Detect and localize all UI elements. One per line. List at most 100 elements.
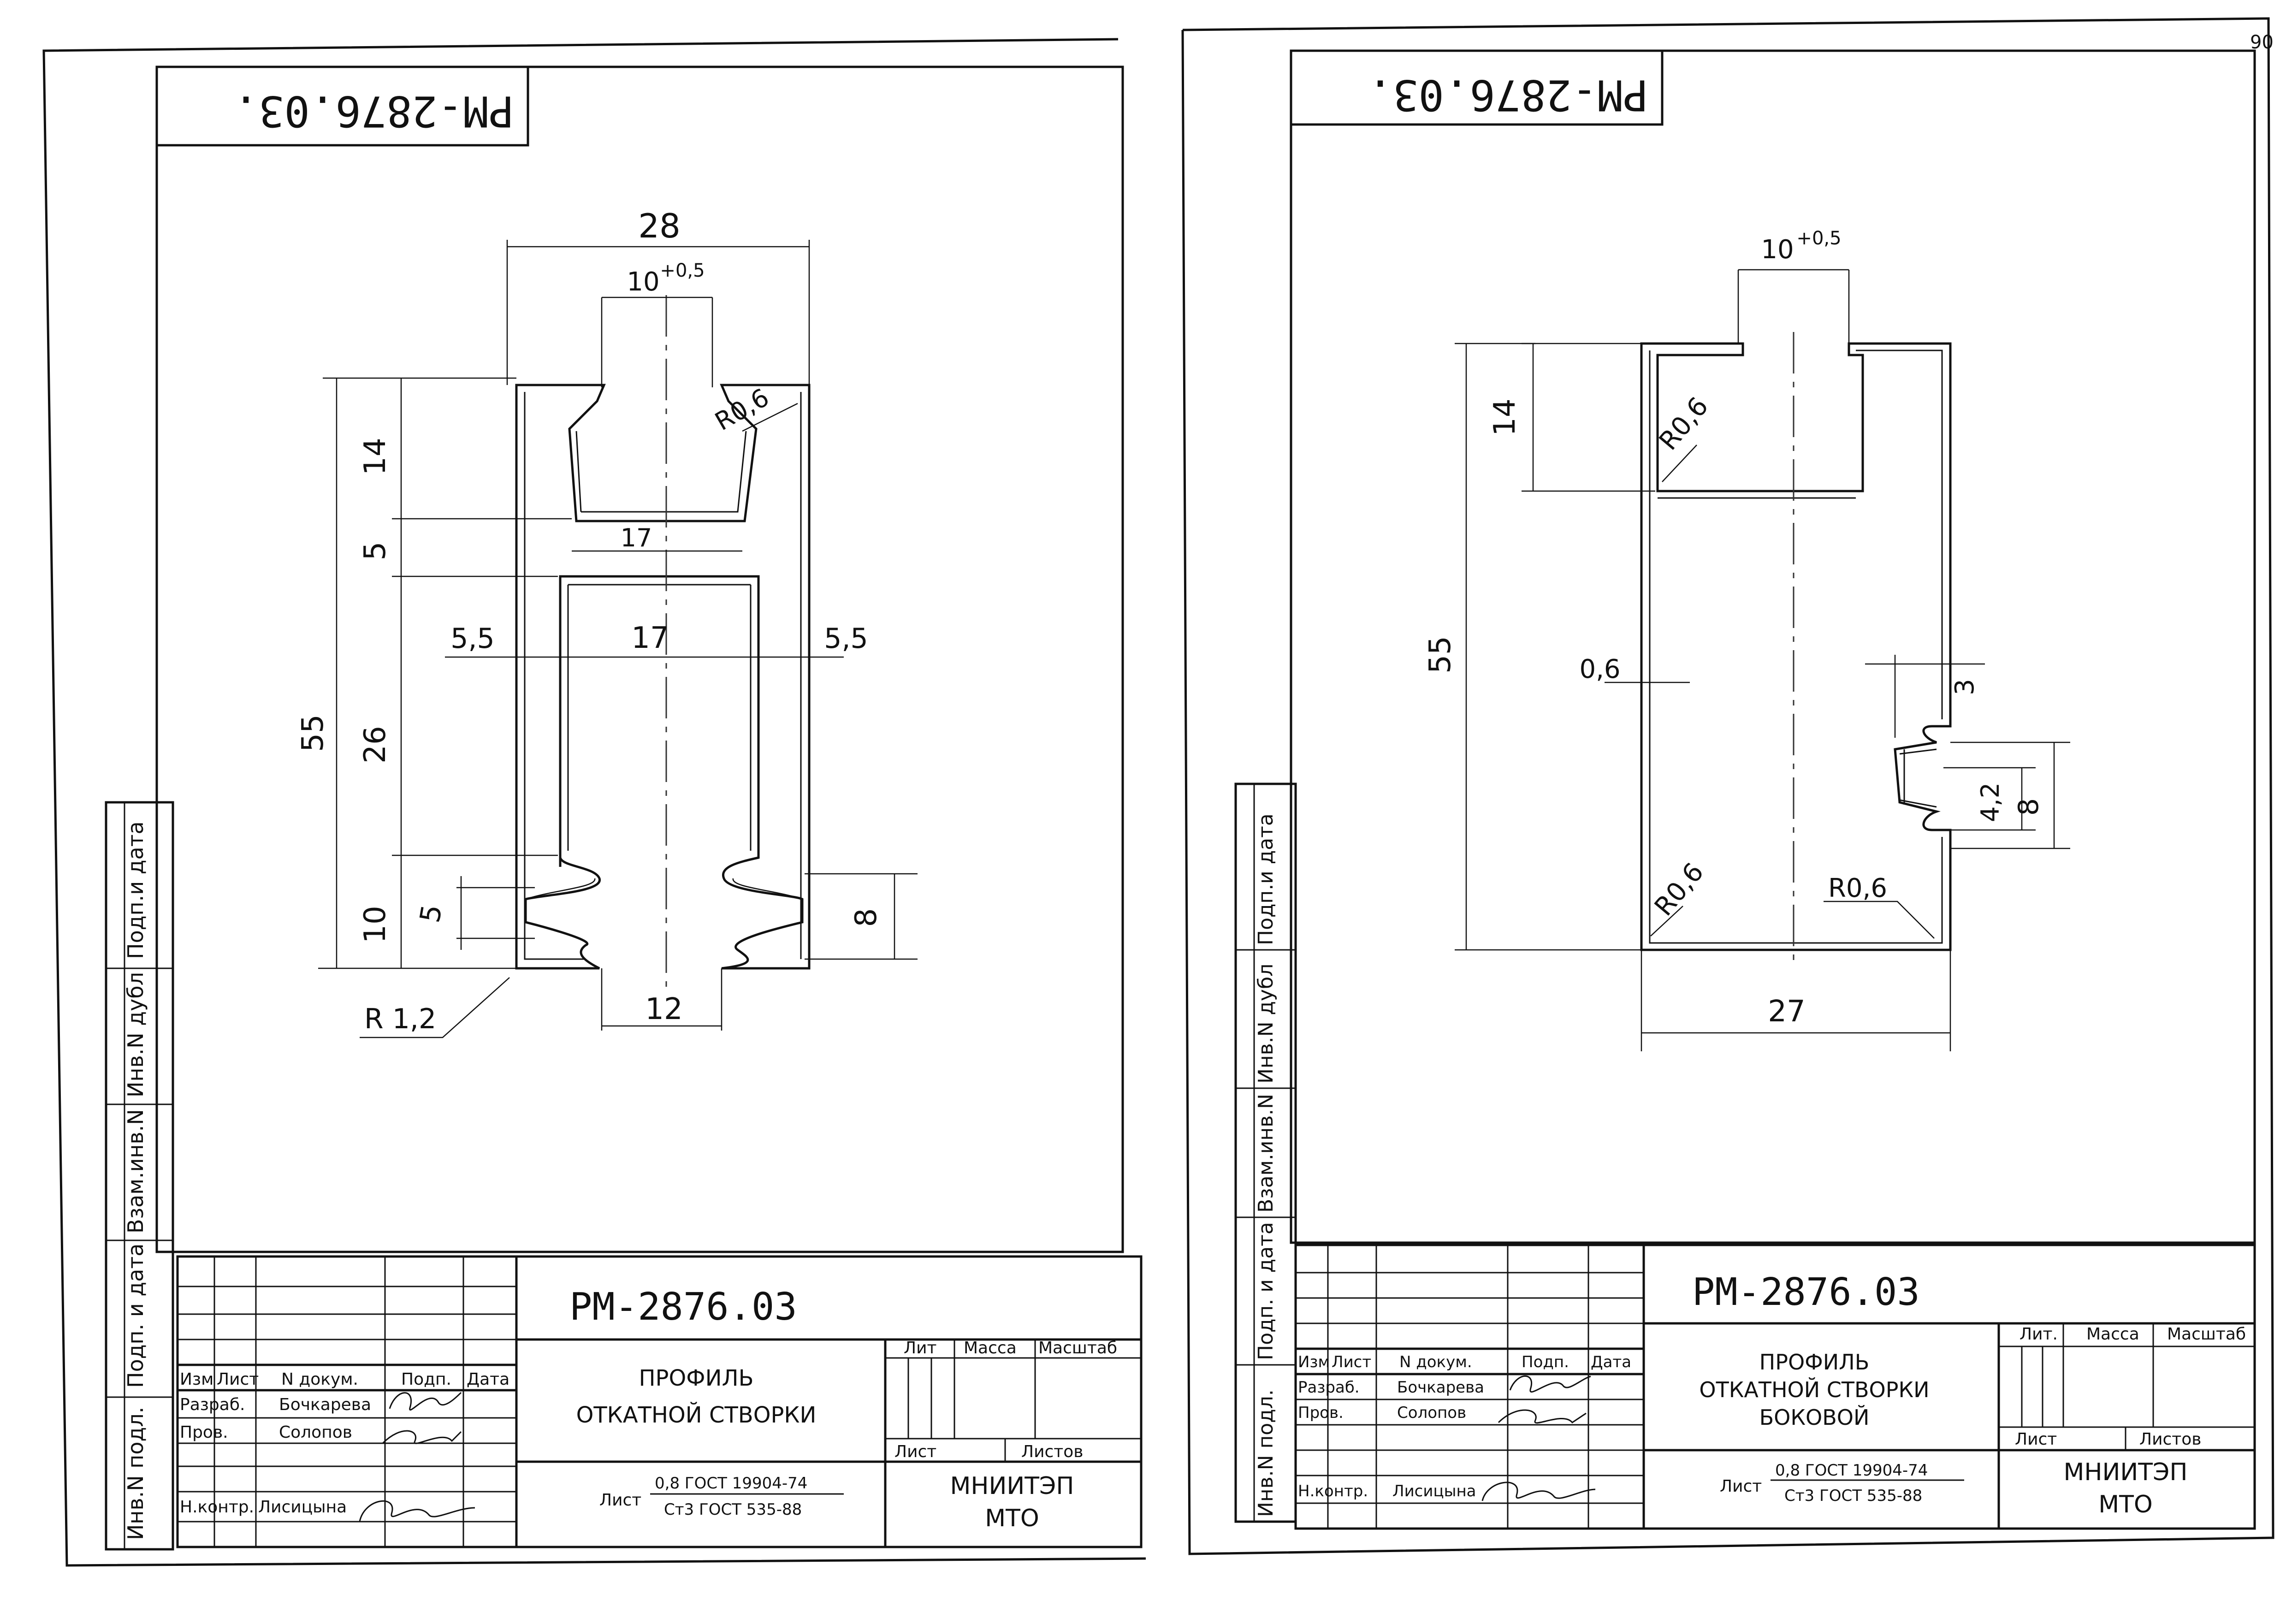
right-signature-1 (1509, 1375, 1591, 1393)
right-massa: Масса (2086, 1325, 2139, 1344)
right-col-data: Дата (1591, 1353, 1631, 1371)
left-dim-r06: R0,6 (710, 383, 774, 436)
right-listov: Листов (2139, 1430, 2201, 1449)
right-list: Лист (2015, 1430, 2057, 1449)
left-dim-left-wall: 5,5 (450, 622, 494, 655)
left-razrab: Разраб. (180, 1395, 245, 1414)
right-dim-gap3: 3 (1950, 679, 1980, 695)
left-profile (515, 295, 811, 991)
right-dim-height: 55 (1423, 636, 1457, 673)
right-signature-3 (1481, 1482, 1596, 1501)
left-nkontr-name: Лисицына (258, 1498, 347, 1517)
left-stamp-vzam: Взам.инв.N (123, 1109, 148, 1233)
right-drawing-frame (1290, 49, 2256, 1244)
right-col-izm: Изм (1298, 1353, 1330, 1371)
left-dim-slot: 10 (627, 267, 659, 297)
right-masshtab: Масштаб (2167, 1325, 2246, 1344)
right-col-list: Лист (1332, 1353, 1371, 1371)
left-dim-height: 55 (296, 714, 330, 752)
left-masshtab: Масштаб (1038, 1339, 1117, 1357)
right-dim-slot: 10 (1761, 235, 1794, 265)
right-org-1: МНИИТЭП (2064, 1458, 2188, 1486)
right-title-block: Изм Лист N докум. Подп. Дата Разраб. Боч… (1294, 1244, 2256, 1530)
right-prov: Пров. (1298, 1404, 1344, 1422)
right-stamp-podp-data2: Подп.и дата (1254, 813, 1278, 945)
left-sheet: РМ-2876.03. Инв.N подл. Подп. и дата Вза… (42, 38, 1146, 1567)
right-nkontr-name: Лисицына (1392, 1482, 1476, 1500)
right-stamp-vzam: Взам.инв.N (1254, 1094, 1278, 1213)
left-material-1: 0,8 ГОСТ 19904-74 (655, 1474, 807, 1493)
left-nkontr: Н.контр. (180, 1498, 254, 1517)
right-dim-h14: 14 (1488, 398, 1522, 436)
right-prov-name: Солопов (1397, 1404, 1466, 1422)
left-material-2: Ст3 ГОСТ 535-88 (664, 1500, 802, 1519)
right-dim-h8: 8 (2013, 798, 2045, 816)
left-title-block: Изм Лист N докум. Подп. Дата Разраб. Боч… (176, 1255, 1143, 1548)
left-org-2: МТО (985, 1505, 1039, 1532)
right-code-box (1290, 49, 1664, 126)
right-nkontr: Н.контр. (1298, 1482, 1368, 1500)
left-lit: Лит (904, 1339, 936, 1357)
left-massa: Масса (964, 1339, 1017, 1357)
right-dim-r-br: R0,6 (1828, 873, 1887, 903)
right-sheet: РМ-2876.03. 90 Инв.N подл. Подп. и дата … (1181, 17, 2274, 1555)
left-dim-groove: 5 (414, 902, 449, 925)
left-title-2: ОТКАТНОЙ СТВОРКИ (576, 1402, 817, 1428)
left-code: РМ-2876.03 (569, 1285, 797, 1329)
right-dim-r-tl: R0,6 (1653, 391, 1714, 456)
left-side-stamp: Инв.N подл. Подп. и дата Взам.инв.N Инв.… (105, 801, 174, 1551)
left-dim-slot-tol: +0,5 (660, 260, 705, 281)
left-dim-radius: R 1,2 (364, 1003, 436, 1035)
left-dim-h10: 10 (358, 906, 392, 943)
left-title-1: ПРОФИЛЬ (639, 1365, 753, 1391)
left-col-data: Дата (467, 1370, 509, 1389)
left-col-izm: Изм (180, 1370, 213, 1389)
left-list: Лист (894, 1442, 936, 1461)
right-title-2: ОТКАТНОЙ СТВОРКИ (1699, 1377, 1929, 1402)
left-dimensions: 28 10 +0,5 55 14 5 26 10 17 (296, 207, 918, 1038)
right-profile (1640, 332, 1952, 968)
left-razrab-name: Бочкарева (279, 1395, 371, 1414)
left-code-box (155, 65, 529, 147)
left-drawing-frame (155, 65, 1124, 1253)
left-dim-inner-top: 17 (621, 523, 652, 552)
right-dimensions: 10 +0,5 14 55 0,6 3 4,2 (1423, 228, 2070, 1051)
left-material-label: Лист (599, 1491, 641, 1510)
right-signature-2 (1498, 1409, 1587, 1424)
right-sheet-number: 90 (2250, 32, 2274, 53)
right-col-doc: N докум. (1399, 1353, 1472, 1371)
right-code-rotated: РМ-2876.03. (1368, 71, 1648, 120)
left-dim-inner-mid: 17 (631, 621, 669, 655)
left-dim-h14: 14 (358, 438, 392, 475)
left-dim-width: 28 (638, 207, 681, 245)
right-razrab: Разраб. (1298, 1378, 1360, 1397)
left-signature-1 (389, 1392, 462, 1411)
right-stamp-inv-podl: Инв.N подл. (1254, 1389, 1278, 1517)
right-dim-r-bl: R0,6 (1649, 857, 1710, 922)
left-prov-name: Солопов (279, 1423, 352, 1442)
right-title-1: ПРОФИЛЬ (1759, 1350, 1870, 1375)
left-org-1: МНИИТЭП (950, 1472, 1074, 1500)
right-dim-width: 27 (1768, 995, 1805, 1029)
right-material-2: Ст3 ГОСТ 535-88 (1784, 1487, 1922, 1505)
left-stamp-podp-data: Подп. и дата (123, 1244, 148, 1388)
left-stamp-inv-podl: Инв.N подл. (123, 1407, 148, 1540)
right-razrab-name: Бочкарева (1397, 1378, 1484, 1397)
left-signature-3 (359, 1500, 475, 1522)
right-material-1: 0,8 ГОСТ 19904-74 (1775, 1461, 1928, 1480)
right-dim-h42: 4,2 (1976, 782, 2005, 822)
left-col-doc: N докум. (281, 1370, 358, 1389)
right-code: РМ-2876.03 (1692, 1270, 1920, 1314)
right-lit: Лит. (2020, 1325, 2058, 1344)
left-listov: Листов (1021, 1442, 1083, 1461)
left-stamp-inv-dubl: Инв.N дубл (123, 972, 148, 1097)
left-dim-h5: 5 (358, 542, 392, 561)
left-dim-groove-r: 8 (849, 908, 883, 927)
right-org-2: МТО (2098, 1491, 2153, 1518)
left-dim-right-wall: 5,5 (824, 622, 868, 655)
right-dim-slot-tol: +0,5 (1796, 228, 1841, 249)
right-title-3: БОКОВОЙ (1759, 1405, 1870, 1430)
right-stamp-podp-data: Подп. и дата (1254, 1222, 1278, 1360)
right-dim-thick: 0,6 (1579, 654, 1620, 684)
